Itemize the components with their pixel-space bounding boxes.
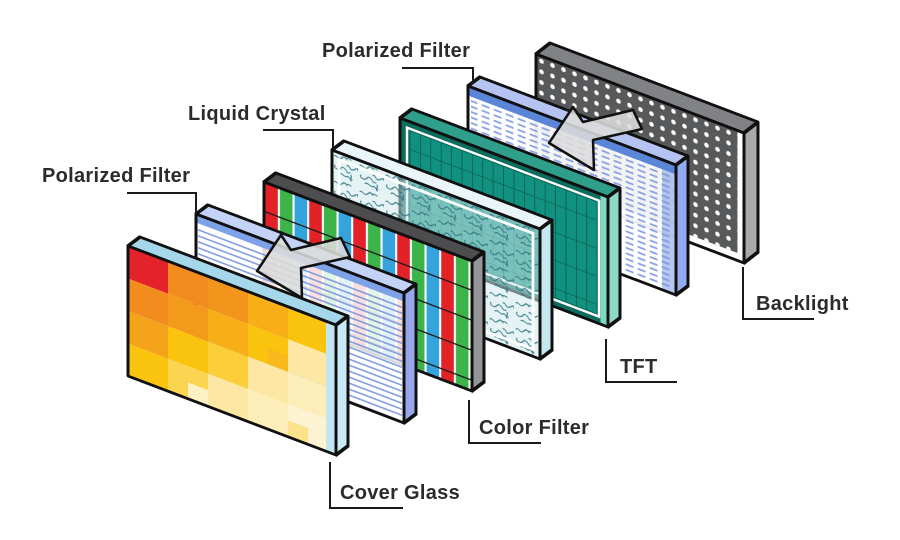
label-liquid-crystal: Liquid Crystal bbox=[188, 103, 326, 125]
cover-glass-edge-band bbox=[326, 321, 336, 456]
mosaic-cell bbox=[168, 326, 208, 374]
label-tft: TFT bbox=[620, 356, 658, 378]
label-polarized-filter-back: Polarized Filter bbox=[322, 40, 470, 62]
connector-polarized-filter-front bbox=[127, 192, 197, 212]
label-cover-glass: Cover Glass bbox=[340, 482, 460, 504]
connector-color-filter bbox=[468, 400, 541, 444]
cover-glass-side-face bbox=[334, 314, 350, 457]
cover-glass-mosaic bbox=[128, 246, 328, 452]
flow-arrow-back bbox=[547, 105, 644, 172]
tft-edge-strip bbox=[600, 195, 607, 325]
connector-backlight bbox=[742, 267, 814, 320]
mosaic-cell bbox=[208, 341, 248, 390]
cover-glass-border bbox=[126, 244, 338, 457]
tft-side-face bbox=[606, 186, 622, 329]
label-color-filter: Color Filter bbox=[479, 417, 589, 439]
label-backlight: Backlight bbox=[756, 293, 849, 315]
mosaic-cell bbox=[128, 278, 168, 327]
connector-tft bbox=[605, 339, 677, 383]
mosaic-accent bbox=[248, 356, 268, 381]
backlight-side-face bbox=[742, 120, 760, 265]
backlight-frame-right bbox=[737, 132, 743, 261]
connector-liquid-crystal bbox=[263, 129, 334, 148]
polarizer-back-right-band bbox=[662, 169, 676, 296]
mosaic-cell bbox=[168, 293, 208, 342]
polarizer-back-side-face bbox=[674, 154, 690, 297]
flow-arrow-front bbox=[255, 233, 352, 300]
liquid-crystal-side-face bbox=[538, 218, 554, 361]
layer-cover-glass bbox=[126, 235, 350, 457]
connector-polarized-filter-back bbox=[402, 67, 474, 84]
label-polarized-filter-front: Polarized Filter bbox=[42, 165, 190, 187]
mosaic-cell bbox=[288, 371, 328, 420]
mosaic-cell bbox=[208, 308, 248, 357]
color-filter-side-face bbox=[470, 250, 486, 393]
polarizer-front-side-face bbox=[402, 282, 418, 425]
connector-cover-glass bbox=[329, 462, 403, 509]
mosaic-cell bbox=[128, 311, 168, 359]
mosaic-cell bbox=[288, 339, 328, 387]
mosaic-accent bbox=[268, 347, 288, 372]
